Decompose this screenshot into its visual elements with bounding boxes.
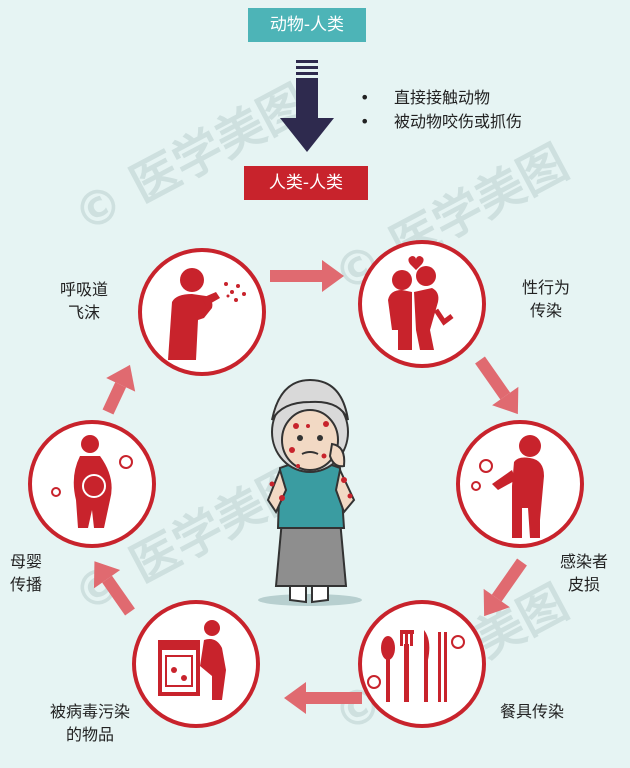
broken-skin-route-label: 感染者 皮损 (559, 552, 608, 594)
list-item: 被动物咬伤或抓伤 (354, 110, 522, 134)
animal-to-human-label: 动物-人类 (248, 8, 366, 42)
elderly-woman-illustration (258, 378, 362, 606)
arrow-icon (102, 364, 136, 415)
contaminated-items-icon (132, 600, 260, 728)
mother-infant-route-label: 母婴 传播 (10, 552, 43, 594)
list-item: 直接接触动物 (354, 86, 522, 110)
tableware-route-label: 餐具传染 (500, 702, 565, 721)
broken-skin-icon (456, 420, 584, 548)
contaminated-items-route-label: 被病毒污染 的物品 (49, 702, 130, 744)
sexual-transmission-icon (358, 240, 486, 368)
arrow-icon (284, 682, 362, 714)
respiratory-droplet-icon (138, 248, 266, 376)
arrow-icon (483, 558, 527, 617)
arrow-icon (270, 260, 344, 292)
arrow-icon (93, 561, 135, 616)
respiratory-route-label: 呼吸道 飞沫 (59, 280, 108, 322)
animal-transmission-list: 直接接触动物 被动物咬伤或抓伤 (354, 86, 522, 134)
sexual-route-label: 性行为 传染 (521, 278, 570, 320)
down-arrow-icon (280, 60, 334, 152)
mother-infant-icon (28, 420, 156, 548)
human-to-human-label: 人类-人类 (244, 166, 368, 200)
arrow-icon (475, 356, 519, 415)
tableware-icon (358, 600, 486, 728)
